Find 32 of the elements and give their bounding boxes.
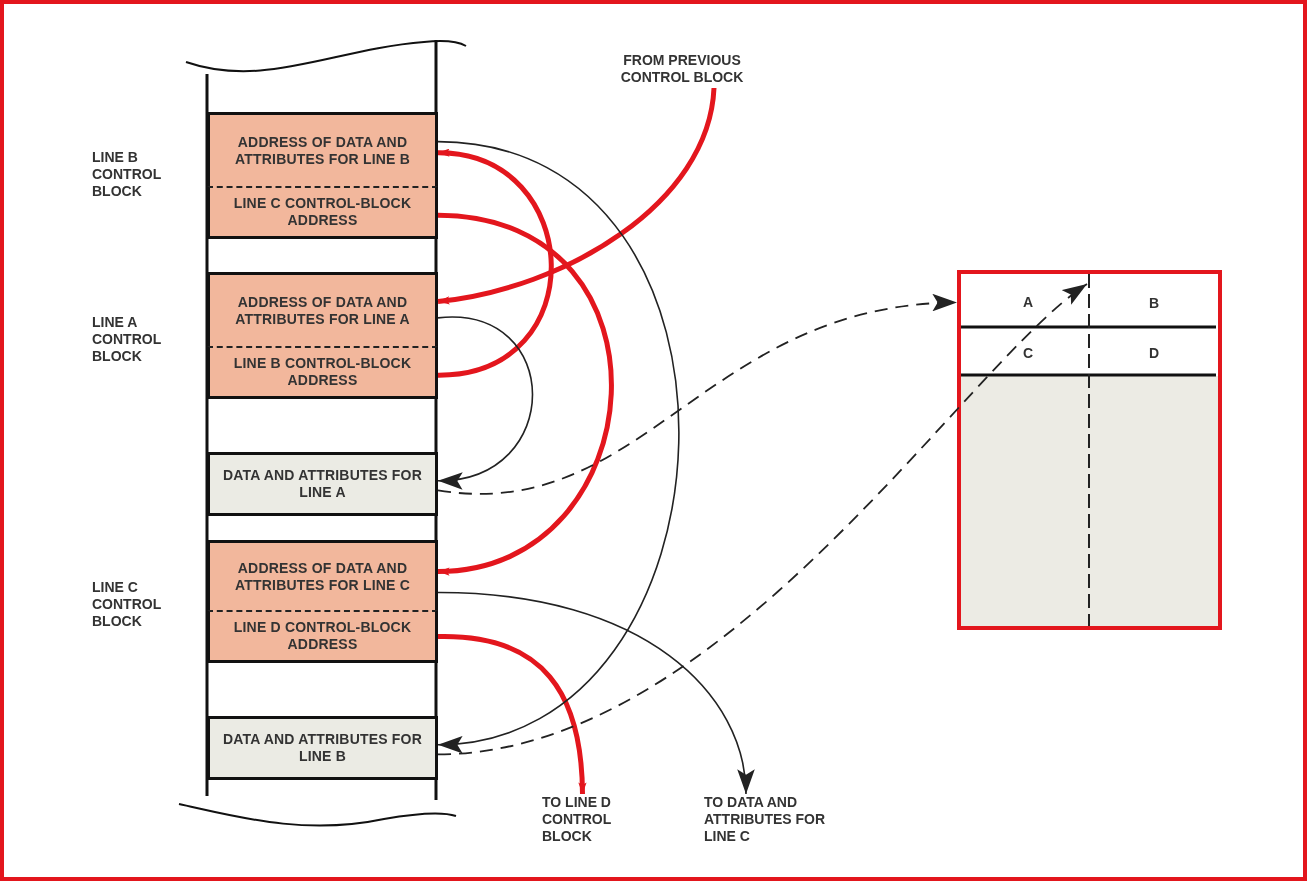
block-label: LINE B CONTROL BLOCK <box>92 149 162 200</box>
block-text: ADDRESS OF DATA AND ATTRIBUTES FOR LINE C <box>233 559 411 594</box>
memory-block <box>207 610 438 663</box>
block-text: LINE C CONTROL-BLOCK ADDRESS <box>232 195 413 229</box>
block-text: LINE D CONTROL-BLOCK ADDRESS <box>232 619 413 653</box>
memory-block <box>207 540 438 610</box>
curved-arrow <box>437 212 614 574</box>
block-label: LINE C CONTROL BLOCK <box>92 579 162 630</box>
note-text: TO DATA AND ATTRIBUTES FOR LINE C <box>704 794 844 846</box>
curved-arrow <box>437 140 680 750</box>
block-text: DATA AND ATTRIBUTES FOR LINE A <box>222 467 423 501</box>
block-text: ADDRESS OF DATA AND ATTRIBUTES FOR LINE B <box>233 133 411 168</box>
block-text: ADDRESS OF DATA AND ATTRIBUTES FOR LINE A <box>234 293 411 328</box>
memory-block <box>207 346 438 399</box>
note-text: TO LINE D CONTROL BLOCK <box>542 794 632 846</box>
curved-arrow <box>437 591 753 795</box>
memory-block <box>207 186 438 239</box>
block-text: LINE B CONTROL-BLOCK ADDRESS <box>232 355 413 389</box>
dashed-arrow <box>437 295 958 495</box>
note-text: FROM PREVIOUS CONTROL BLOCK <box>602 52 762 88</box>
memory-block <box>207 716 438 780</box>
memory-block <box>207 272 438 346</box>
block-text: DATA AND ATTRIBUTES FOR LINE B <box>222 731 423 765</box>
dashed-arrow <box>437 283 1088 756</box>
memory-block <box>207 452 438 516</box>
curved-arrow <box>437 150 554 378</box>
block-label: LINE A CONTROL BLOCK <box>92 314 162 365</box>
curved-arrow <box>437 317 534 487</box>
curved-arrow <box>437 634 587 795</box>
curved-arrow <box>437 87 717 305</box>
memory-block <box>207 112 438 186</box>
display-screen-table <box>957 270 1222 630</box>
